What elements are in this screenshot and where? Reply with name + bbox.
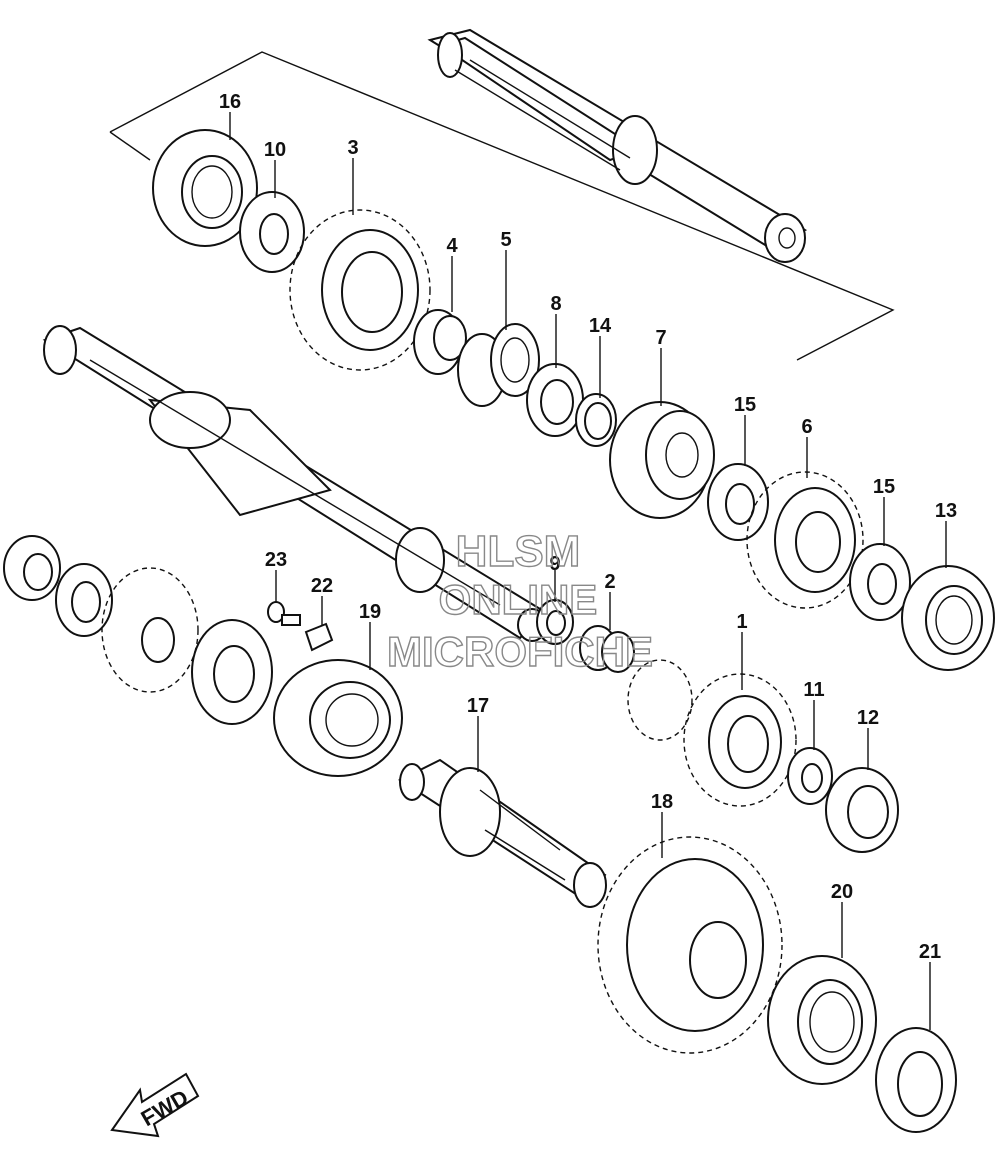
bearing-19 [273, 659, 403, 777]
bearing-12 [825, 767, 899, 853]
callout-9: 9 [549, 553, 560, 575]
callout-2: 2 [604, 571, 615, 593]
lock-washer-8 [526, 363, 584, 437]
callout-16: 16 [219, 91, 241, 113]
lower-shaft [42, 325, 547, 642]
washer-15a [707, 463, 769, 541]
callout-17: 17 [467, 695, 489, 717]
callout-8: 8 [550, 293, 561, 315]
shaft-17 [397, 758, 607, 908]
callout-15-lower: 15 [873, 476, 895, 498]
callout-15-upper: 15 [734, 394, 756, 416]
callout-1: 1 [736, 611, 747, 633]
watermark-line3: MICROFICHE [387, 628, 653, 675]
gear-3 [289, 209, 431, 371]
washer-left [55, 563, 113, 637]
bolt-23 [267, 601, 301, 626]
gear-18 [597, 836, 783, 1054]
callout-3: 3 [347, 137, 358, 159]
callout-labels: 1 2 3 4 5 6 7 8 9 10 11 12 13 14 15 15 1… [219, 91, 957, 963]
callout-18: 18 [651, 791, 673, 813]
washer-10 [239, 191, 305, 273]
circlip-14 [575, 393, 617, 447]
callout-14: 14 [589, 315, 612, 337]
washer-11 [787, 747, 833, 805]
watermark-line2: ONLINE [439, 576, 598, 623]
callout-23: 23 [265, 549, 287, 571]
callout-7: 7 [655, 327, 666, 349]
upper-shaft [427, 28, 808, 263]
collar-4 [413, 309, 467, 375]
callout-6: 6 [801, 416, 812, 438]
washer-large-left [191, 619, 273, 725]
callout-4: 4 [446, 235, 458, 257]
watermark-line1: HLSM [456, 527, 581, 576]
fwd-arrow: FWD [110, 1072, 200, 1138]
bearing-13 [901, 565, 995, 671]
callout-22: 22 [311, 575, 333, 597]
group-outline [109, 51, 895, 361]
oil-seal-21 [875, 1027, 957, 1133]
gear-1 [627, 659, 797, 807]
washer-15b [849, 543, 911, 621]
callout-12: 12 [857, 707, 879, 729]
callout-5: 5 [500, 229, 511, 251]
leader-lines [229, 112, 947, 1030]
callout-20: 20 [831, 881, 853, 903]
needle-bearing-5 [457, 323, 540, 407]
group-outline-inner [109, 131, 151, 161]
needle-bearing-2 [579, 625, 635, 673]
callout-21: 21 [919, 941, 941, 963]
watermark: HLSM ONLINE MICROFICHE [386, 526, 653, 675]
callout-10: 10 [264, 139, 286, 161]
sprocket-left [101, 567, 199, 693]
plate-22 [304, 622, 334, 652]
callout-19: 19 [359, 601, 381, 623]
bearing-20 [767, 955, 877, 1085]
gear-6 [746, 471, 864, 609]
oil-seal-left [3, 535, 61, 601]
bearing-16 [152, 129, 258, 247]
callout-11: 11 [803, 679, 824, 701]
callout-13: 13 [935, 500, 957, 522]
gear-7 [609, 401, 715, 519]
